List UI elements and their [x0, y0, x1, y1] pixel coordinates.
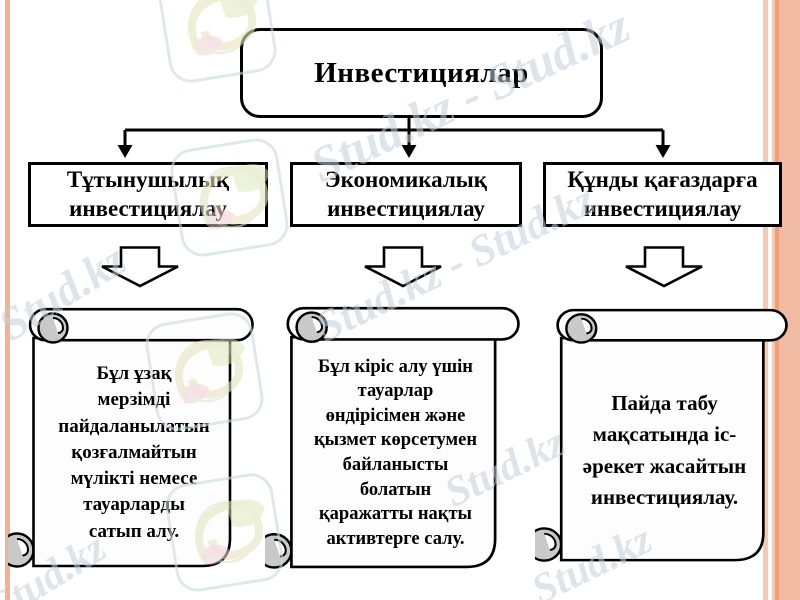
scroll-shape-securities: Пайда табу мақсатында іс- әрекет жасайты… — [535, 308, 788, 563]
branch-node-securities: Құнды қағаздарға инвестициялау — [543, 162, 782, 227]
right-border-stripe-wide — [779, 0, 800, 600]
scroll-text: Бұл ұзақ мерзімді пайдаланылатын қозғалм… — [58, 363, 210, 542]
scroll-text: Бұл кіріс алу үшін тауарлар өндірісімен … — [314, 356, 477, 549]
scroll-text: Пайда табу мақсатында іс- әрекет жасайты… — [582, 390, 747, 510]
down-arrow-icon — [101, 246, 179, 288]
branch-label: Құнды қағаздарға инвестициялау — [567, 166, 758, 221]
right-border-stripe — [763, 0, 768, 600]
root-node: Инвестициялар — [240, 28, 603, 118]
connector-lines — [117, 110, 671, 158]
down-arrow-icon — [625, 246, 703, 288]
right-border-stripe-dark — [775, 0, 779, 600]
branch-node-consumer: Тұтынушылық инвестициялау — [28, 162, 268, 227]
arrowhead-icon — [117, 145, 671, 158]
root-node-label: Инвестициялар — [314, 56, 529, 89]
branch-label: Тұтынушылық инвестициялау — [66, 166, 230, 221]
scroll-shape-consumer: Бұл ұзақ мерзімді пайдаланылатын қозғалм… — [8, 307, 254, 569]
left-border-stripe — [5, 0, 10, 600]
right-border-stripe — [772, 0, 775, 600]
branch-node-economic: Экономикалық инвестициялау — [290, 162, 522, 227]
branch-label: Экономикалық инвестициялау — [325, 166, 487, 221]
down-arrow-icon — [364, 246, 442, 288]
scroll-outline-icon — [535, 308, 788, 562]
scroll-shape-economic: Бұл кіріс алу үшін тауарлар өндірісімен … — [265, 306, 520, 570]
